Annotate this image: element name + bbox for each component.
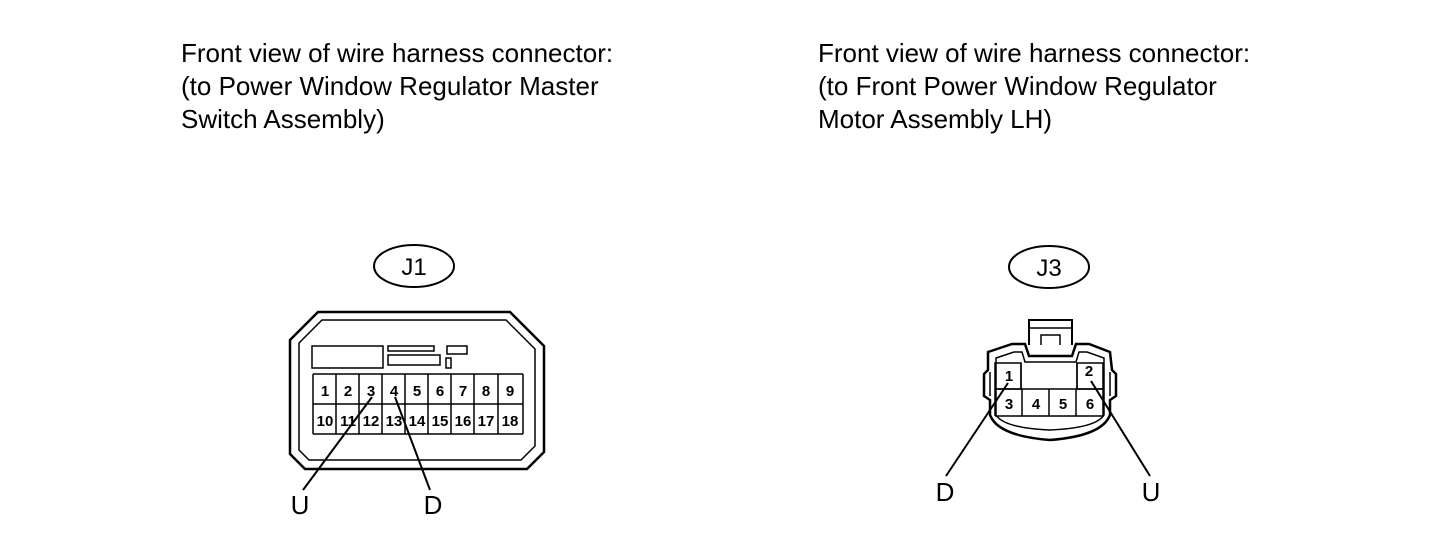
j1-pin-9: 9 <box>506 383 514 400</box>
j1-id-label: J1 <box>401 254 426 281</box>
j1-pin-2: 2 <box>344 383 352 400</box>
j3-leader-u <box>1090 380 1151 477</box>
j1-pin-1: 1 <box>321 383 329 400</box>
j1-pin-15: 15 <box>432 413 449 430</box>
j1-key-block <box>311 345 384 369</box>
j1-pin-3: 3 <box>367 383 375 400</box>
j3-id-ellipse <box>1008 245 1090 289</box>
j1-pin-4: 4 <box>390 383 399 400</box>
j1-callout-u: U <box>291 490 310 520</box>
j1-pin-17: 17 <box>478 413 495 430</box>
j3-pin-5: 5 <box>1059 396 1067 413</box>
caption-line: (to Power Window Regulator Master <box>181 71 599 101</box>
j1-key-tab <box>446 345 468 355</box>
j1-housing-inner <box>298 319 536 461</box>
right-connector-caption: Front view of wire harness connector: (t… <box>818 37 1250 136</box>
j1-key-slot <box>387 354 441 366</box>
j3-pin-3: 3 <box>1005 396 1013 413</box>
j3-pin-6: 6 <box>1086 396 1094 413</box>
j3-callout-u: U <box>1142 477 1161 507</box>
j3-lock-tab-inner <box>1040 334 1061 345</box>
j1-leader-u <box>302 396 373 491</box>
j1-pin-6: 6 <box>436 383 444 400</box>
j1-pin-18: 18 <box>502 413 519 430</box>
j1-callout-d: D <box>424 490 443 520</box>
j3-lock-tab <box>1028 319 1073 345</box>
j3-pin-grid <box>994 362 1104 417</box>
j3-housing-outer <box>982 342 1118 442</box>
j1-pin-8: 8 <box>482 383 490 400</box>
j1-housing-outer <box>288 310 546 471</box>
j1-pin-13: 13 <box>386 413 403 430</box>
caption-line: Switch Assembly) <box>181 104 385 134</box>
j1-connector: J1 1 2 3 4 <box>288 244 546 520</box>
j3-connector: J3 1 2 3 4 5 6 <box>936 245 1161 507</box>
caption-line: Front view of wire harness connector: <box>818 38 1251 68</box>
j1-key-tab <box>445 357 452 369</box>
caption-line: Motor Assembly LH) <box>818 104 1053 134</box>
j3-pin-4: 4 <box>1032 396 1041 413</box>
j1-pin-7: 7 <box>459 383 467 400</box>
j1-leader-d <box>394 396 431 491</box>
j1-pin-5: 5 <box>413 383 421 400</box>
j3-id-label: J3 <box>1036 255 1061 282</box>
j1-key-slot <box>387 345 435 352</box>
j1-pin-12: 12 <box>363 413 380 430</box>
j3-pin-1: 1 <box>1005 368 1013 385</box>
j3-callout-d: D <box>936 477 955 507</box>
caption-line: (to Front Power Window Regulator <box>818 71 1217 101</box>
j1-pin-11: 11 <box>340 413 356 430</box>
caption-line: Front view of wire harness connector: <box>181 38 614 68</box>
j1-pin-14: 14 <box>409 413 426 430</box>
j1-pin-16: 16 <box>455 413 472 430</box>
j3-housing-inner <box>995 351 1105 431</box>
j1-pin-10: 10 <box>317 413 334 430</box>
left-connector-caption: Front view of wire harness connector: (t… <box>181 37 613 136</box>
j3-pin-2: 2 <box>1085 363 1093 380</box>
j1-id-ellipse <box>373 244 455 288</box>
j3-leader-d <box>945 382 1009 477</box>
